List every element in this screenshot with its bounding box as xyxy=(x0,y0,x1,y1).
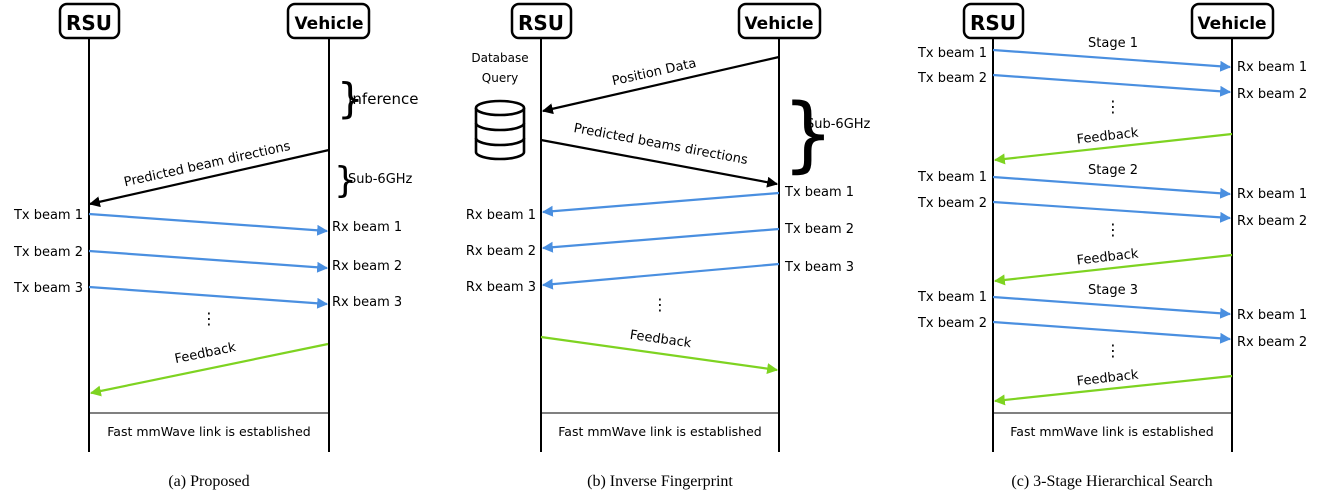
beam-arrow xyxy=(541,191,780,217)
sub6-label: Sub-6GHz xyxy=(348,172,413,187)
feedback-arrow xyxy=(993,374,1233,406)
stage-label: Stage 3 xyxy=(1088,283,1138,298)
database-icon xyxy=(474,99,526,161)
stage-label: Stage 2 xyxy=(1088,163,1138,178)
rsu-label: RSU xyxy=(970,11,1016,35)
beam-arrow xyxy=(88,212,329,236)
rx-beam-label: Rx beam 2 xyxy=(332,259,402,274)
feedback-arrow xyxy=(540,335,779,375)
beam-arrow xyxy=(541,227,780,253)
final-label: Fast mmWave link is established xyxy=(558,424,761,439)
feedback-label: Feedback xyxy=(629,328,693,352)
beam-arrow xyxy=(992,320,1232,344)
caption: (a) Proposed xyxy=(168,473,249,490)
panel-b: RSU Vehicle Database Query Position Data… xyxy=(466,2,871,490)
tx-beam-label: Tx beam 2 xyxy=(917,71,987,86)
feedback-label: Feedback xyxy=(1076,126,1140,148)
rx-beam-label: Rx beam 1 xyxy=(1237,60,1307,75)
vehicle-label: Vehicle xyxy=(744,14,813,34)
brace-icon: } xyxy=(334,160,357,201)
ellipsis: ⋮ xyxy=(201,309,217,328)
rsu-box: RSU xyxy=(962,2,1025,40)
rx-beam-label: Rx beam 2 xyxy=(1237,335,1307,350)
rx-beam-label: Rx beam 1 xyxy=(466,208,536,223)
final-label: Fast mmWave link is established xyxy=(1010,424,1213,439)
predicted-arrow xyxy=(88,148,330,208)
beam-arrow xyxy=(541,262,780,290)
panel-a: RSU Vehicle } Inference } Sub-6GHz Predi… xyxy=(13,2,419,490)
predicted-label: Predicted beams directions xyxy=(572,121,749,168)
feedback-label: Feedback xyxy=(1076,368,1140,390)
rx-beam-label: Rx beam 1 xyxy=(1237,187,1307,202)
vehicle-label: Vehicle xyxy=(294,14,363,34)
tx-beam-label: Tx beam 2 xyxy=(917,316,987,331)
brace-icon: } xyxy=(782,87,834,182)
beam-arrow xyxy=(88,285,329,309)
beam-arrow xyxy=(88,249,329,273)
position-label: Position Data xyxy=(611,56,698,89)
feedback-label: Feedback xyxy=(1076,247,1140,269)
rx-beam-label: Rx beam 2 xyxy=(1237,214,1307,229)
stage-label: Stage 1 xyxy=(1088,36,1138,51)
tx-beam-label: Tx beam 1 xyxy=(784,185,854,200)
rsu-label: RSU xyxy=(66,11,112,35)
vehicle-label: Vehicle xyxy=(1197,14,1266,34)
rx-beam-label: Rx beam 1 xyxy=(1237,308,1307,323)
query-label: Query xyxy=(482,71,518,85)
tx-beam-label: Tx beam 3 xyxy=(13,281,83,296)
vehicle-box: Vehicle xyxy=(737,2,822,40)
panel-c: RSU Vehicle Stage 1 Tx beam 1 Rx beam 1 … xyxy=(917,2,1307,490)
rx-beam-label: Rx beam 3 xyxy=(466,280,536,295)
tx-beam-label: Tx beam 1 xyxy=(917,290,987,305)
predicted-arrow xyxy=(540,138,779,188)
rsu-box: RSU xyxy=(58,2,121,40)
tx-beam-label: Tx beam 1 xyxy=(917,46,987,61)
caption: (c) 3-Stage Hierarchical Search xyxy=(1011,473,1212,490)
feedback-arrow xyxy=(993,253,1233,286)
inference-label: Inference xyxy=(348,90,419,108)
beam-arrow xyxy=(992,200,1232,223)
beam-arrow xyxy=(992,175,1232,199)
vehicle-box: Vehicle xyxy=(286,2,371,40)
brace-icon: } xyxy=(337,74,364,123)
feedback-label: Feedback xyxy=(173,340,237,367)
caption: (b) Inverse Fingerprint xyxy=(587,473,733,490)
database-label: Database xyxy=(471,51,528,65)
rx-beam-label: Rx beam 2 xyxy=(1237,87,1307,102)
rx-beam-label: Rx beam 3 xyxy=(332,295,402,310)
rx-beam-label: Rx beam 1 xyxy=(332,220,402,235)
tx-beam-label: Tx beam 2 xyxy=(784,222,854,237)
tx-beam-label: Tx beam 3 xyxy=(784,260,854,275)
beam-arrow xyxy=(992,295,1232,319)
ellipsis: ⋮ xyxy=(1105,220,1121,239)
feedback-arrow xyxy=(993,132,1233,165)
beam-arrow xyxy=(992,48,1232,72)
tx-beam-label: Tx beam 1 xyxy=(13,208,83,223)
tx-beam-label: Tx beam 2 xyxy=(917,196,987,211)
feedback-arrow xyxy=(89,342,329,397)
rsu-box: RSU xyxy=(510,2,573,40)
beam-arrow xyxy=(992,73,1232,97)
rx-beam-label: Rx beam 2 xyxy=(466,244,536,259)
sub6-label: Sub-6GHz xyxy=(806,117,871,132)
ellipsis: ⋮ xyxy=(1105,97,1121,116)
final-label: Fast mmWave link is established xyxy=(107,424,310,439)
vehicle-box: Vehicle xyxy=(1190,2,1275,40)
tx-beam-label: Tx beam 2 xyxy=(13,245,83,260)
rsu-label: RSU xyxy=(518,11,564,35)
position-arrow xyxy=(541,55,780,115)
ellipsis: ⋮ xyxy=(1105,341,1121,360)
ellipsis: ⋮ xyxy=(652,295,668,314)
tx-beam-label: Tx beam 1 xyxy=(917,170,987,185)
